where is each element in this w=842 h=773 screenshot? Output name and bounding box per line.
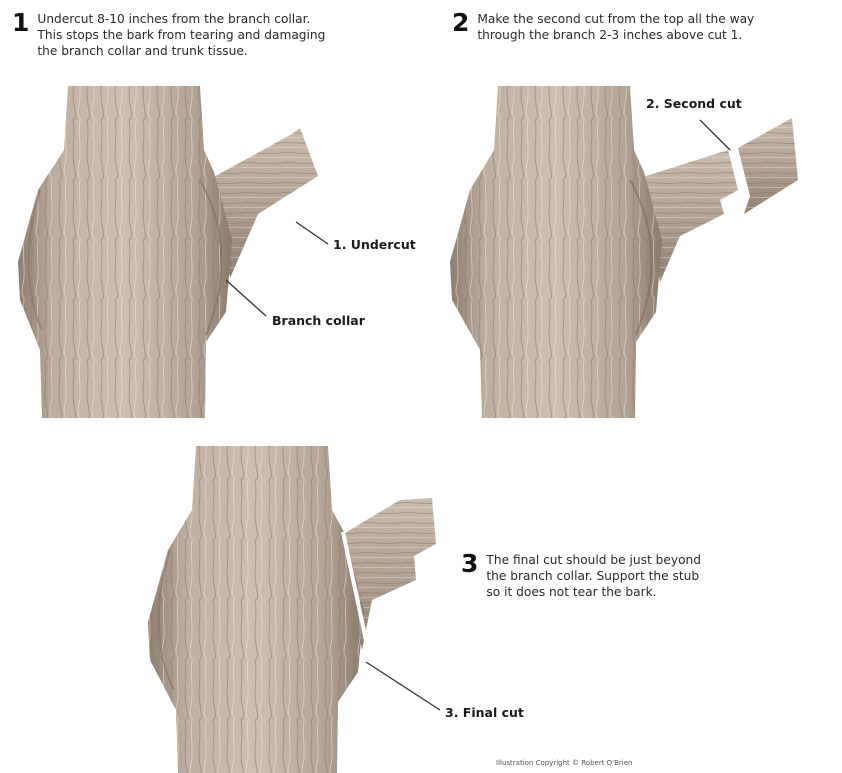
collar-leader <box>226 280 266 316</box>
second-cut-leader <box>700 120 730 150</box>
step-1: 1 Undercut 8-10 inches from the branch c… <box>12 11 432 59</box>
undercut-label: 1. Undercut <box>333 237 416 252</box>
step-1-text: Undercut 8-10 inches from the branch col… <box>37 11 325 59</box>
step-3-text: The final cut should be just beyond the … <box>486 552 701 600</box>
tree-2 <box>450 86 798 418</box>
final-cut-leader <box>366 662 440 710</box>
second-cut-label: 2. Second cut <box>646 96 742 111</box>
step-2-text: Make the second cut from the top all the… <box>477 11 754 43</box>
tree-1 <box>18 86 328 418</box>
tree-3 <box>148 446 440 773</box>
step-1-number: 1 <box>12 11 29 35</box>
step-2-number: 2 <box>452 11 469 35</box>
copyright-notice: Illustration Copyright © Robert O'Brien <box>496 759 632 767</box>
step-2: 2 Make the second cut from the top all t… <box>452 11 842 43</box>
step-3-number: 3 <box>461 552 478 576</box>
final-cut-label: 3. Final cut <box>445 705 524 720</box>
branch-collar-label: Branch collar <box>272 313 365 328</box>
undercut-mark <box>276 200 300 222</box>
step-3: 3 The final cut should be just beyond th… <box>461 552 821 600</box>
undercut-leader <box>296 222 328 244</box>
